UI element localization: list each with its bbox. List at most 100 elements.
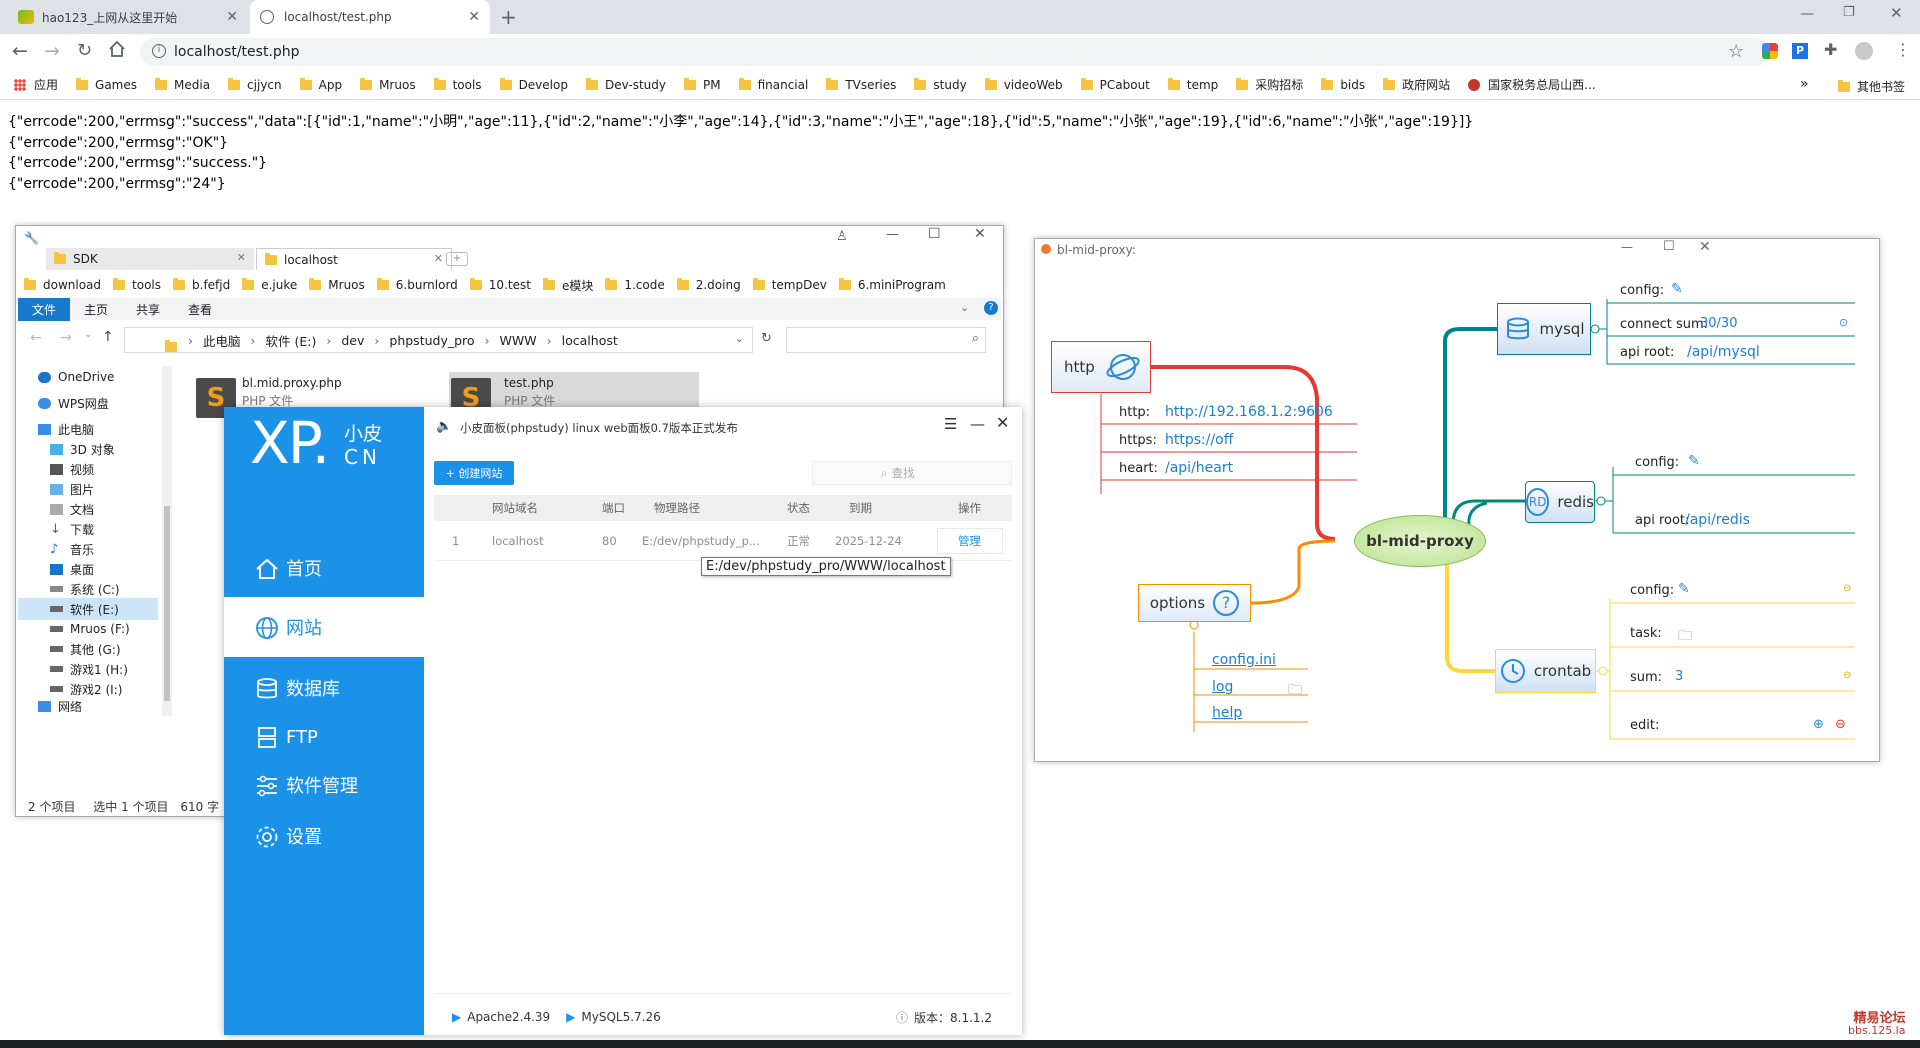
crontab-sum-value[interactable]: 3 [1675,669,1684,684]
close-tab-icon[interactable]: ✕ [433,252,443,265]
close-window-icon[interactable]: ✕ [974,226,986,242]
forward-icon[interactable]: → [60,330,72,346]
bookmark-item[interactable]: PM [683,77,721,92]
explorer-tab-sdk[interactable]: SDK ✕ [46,248,254,270]
nav-settings[interactable]: 设置 [224,806,424,866]
nav-ftp[interactable]: FTP [224,707,424,767]
hamburger-menu-icon[interactable]: ☰ [944,415,958,433]
remove-icon[interactable]: ⊖ [1835,717,1846,732]
explorer-tab-localhost[interactable]: localhost ✕ [256,248,452,270]
quick-folder[interactable]: 2.doing [676,278,741,292]
star-icon[interactable]: ☆ [1728,41,1745,62]
bookmark-item[interactable]: temp [1167,77,1218,92]
extension-icon[interactable] [1762,43,1778,59]
quick-folder[interactable]: 1.code [605,278,665,292]
nav-drive-g[interactable]: 其他 (G:) [50,638,121,660]
path-segment[interactable]: localhost [561,332,618,348]
row-path[interactable]: E:/dev/phpstudy_p... [642,533,760,548]
menu-icon[interactable]: ⋮ [1895,40,1911,59]
options-node[interactable]: options ? [1138,584,1251,622]
http-value[interactable]: http://192.168.1.2:9606 [1165,404,1333,420]
bookmark-item[interactable]: study [914,77,967,92]
bookmark-item[interactable]: financial [738,77,808,92]
nav-software[interactable]: 软件管理 [224,755,424,815]
create-site-button[interactable]: + 创建网站 [434,461,514,485]
chevron-down-icon[interactable]: ⌄ [734,332,744,345]
path-segment[interactable]: 此电脑 [203,333,241,349]
crontab-node[interactable]: crontab [1495,649,1596,693]
help-link[interactable]: help [1212,705,1243,721]
nav-pictures[interactable]: 图片 [50,478,94,500]
nav-wps[interactable]: WPS网盘 [38,392,109,414]
restore-icon[interactable]: ❐ [1843,5,1855,20]
ribbon-tab-home[interactable]: 主页 [84,302,109,317]
center-node[interactable]: bl-mid-proxy [1354,515,1486,567]
edit-icon[interactable]: ✎ [1671,281,1683,297]
maximize-icon[interactable]: ☐ [928,226,941,242]
bookmark-item[interactable]: Mruos [360,77,416,92]
quick-folder[interactable]: Mruos [309,278,365,292]
back-icon[interactable]: ← [12,40,28,62]
mysql-api-root-value[interactable]: /api/mysql [1687,344,1760,360]
path-segment[interactable]: dev [341,332,365,348]
quick-folder[interactable]: 6.burnlord [376,278,458,292]
redis-api-root-value[interactable]: /api/redis [1685,512,1750,528]
config-ini-link[interactable]: config.ini [1212,652,1276,668]
minimize-icon[interactable]: — [1621,240,1633,254]
apache-status[interactable]: Apache2.4.39 [467,1010,551,1024]
help-icon[interactable]: ? [984,301,998,315]
heart-value[interactable]: /api/heart [1165,460,1234,476]
back-icon[interactable]: ← [30,330,42,346]
announcement-title[interactable]: 小皮面板(phpstudy) linux web面板0.7版本正式发布 [460,421,738,435]
collapse-icon[interactable]: ⊖ [1843,670,1852,681]
minimize-icon[interactable]: — [1800,6,1814,22]
table-row[interactable]: 1 localhost 80 E:/dev/phpstudy_p... 正常 2… [434,521,1012,561]
bookmark-item[interactable]: Dev-study [585,77,666,92]
forward-icon[interactable]: → [44,40,60,62]
avatar[interactable] [1855,42,1873,60]
file-item[interactable]: S bl.mid.proxy.php PHP 文件 [196,376,396,424]
log-link[interactable]: log [1212,679,1234,695]
quick-folder[interactable]: 10.test [469,278,531,292]
nav-3d[interactable]: 3D 对象 [50,438,115,460]
folder-icon[interactable]: 🗀 [1288,682,1302,698]
bookmark-item[interactable]: videoWeb [984,77,1063,92]
bookmark-item[interactable]: PCabout [1080,77,1150,92]
ribbon-tab-view[interactable]: 查看 [188,302,213,317]
bookmark-item[interactable]: tools [433,77,482,92]
other-bookmarks[interactable]: 其他书签 [1838,78,1905,95]
bookmark-item[interactable]: 国家税务总局山西... [1468,76,1596,93]
bookmark-item[interactable]: Media [155,77,210,92]
nav-home[interactable]: 首页 [224,538,424,598]
chevron-down-icon[interactable]: ⌄ [84,329,93,340]
chevron-down-icon[interactable]: ⌄ [960,301,970,314]
bookmark-item[interactable]: Games [76,77,137,92]
user-icon[interactable]: ♙ [836,229,848,244]
mysql-status[interactable]: MySQL5.7.26 [581,1010,661,1024]
address-bar[interactable]: i localhost/test.php ☆ [140,38,1770,66]
explorer-path-box[interactable]: › 此电脑› 软件 (E:)› dev› phpstudy_pro› WWW› … [124,327,753,353]
edit-icon[interactable]: ✎ [1688,453,1700,469]
info-icon[interactable]: i [152,44,166,58]
nav-network[interactable]: 网络 [38,700,82,712]
close-window-icon[interactable]: ✕ [1890,4,1903,22]
site-search-input[interactable]: ⌕查找 [812,461,1012,485]
nav-database[interactable]: 数据库 [224,658,424,718]
scrollbar-thumb[interactable] [164,506,170,701]
new-tab-icon[interactable]: + [446,252,468,266]
ribbon-tab-file[interactable]: 文件 [18,297,71,321]
add-icon[interactable]: ⊕ [1813,717,1824,732]
nav-videos[interactable]: 视频 [50,458,94,480]
nav-drive-i[interactable]: 游戏2 (I:) [50,678,122,700]
collapse-icon[interactable]: ⊖ [1843,583,1852,594]
quick-folder[interactable]: e模块 [542,277,593,294]
bookmark-item[interactable]: bids [1321,77,1365,92]
refresh-icon[interactable]: ↻ [761,331,772,346]
nav-onedrive[interactable]: OneDrive [38,366,114,388]
manage-button[interactable]: 管理 [936,527,1003,554]
bookmark-item[interactable]: Develop [499,77,568,92]
nav-music[interactable]: ♪音乐 [50,538,94,560]
quick-folder[interactable]: e.juke [242,278,297,292]
ribbon-tab-share[interactable]: 共享 [136,302,161,317]
nav-drive-f[interactable]: Mruos (F:) [50,618,130,640]
